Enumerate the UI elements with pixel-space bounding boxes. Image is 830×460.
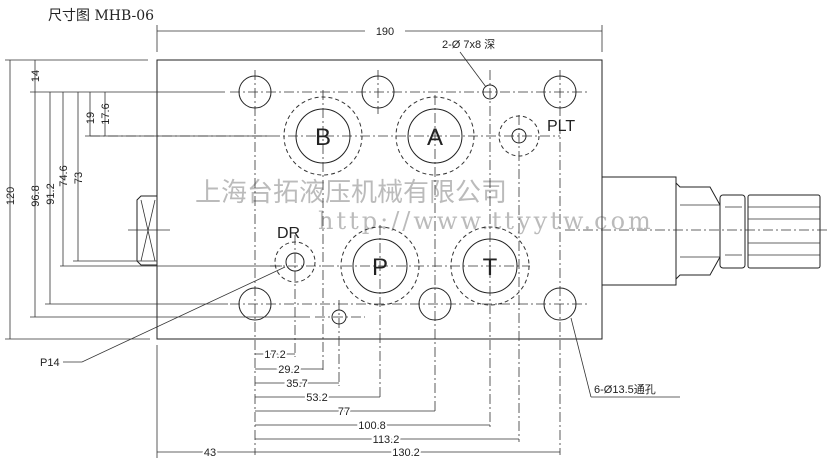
svg-text:100.8: 100.8 [358,420,386,432]
svg-text:43: 43 [204,447,216,459]
port-b-label: B [315,124,331,151]
dims-left-labels: 14 19 17.6 73 74.6 91.2 96.8 120 [5,70,112,207]
svg-text:190: 190 [376,26,394,38]
svg-text:96.8: 96.8 [30,185,42,206]
svg-text:35.7: 35.7 [286,378,307,390]
port-a-label: A [427,124,443,151]
port-b: B [283,96,363,176]
watermark-company: 上海台拓液压机械有限公司 [195,178,507,208]
svg-text:19: 19 [85,112,97,124]
right-fitting [565,176,830,286]
svg-text:53.2: 53.2 [306,392,327,404]
dims-left [5,59,310,340]
mounting-holes [238,75,577,321]
svg-text:17.2: 17.2 [264,349,285,361]
svg-text:91.2: 91.2 [45,183,57,204]
pin-holes [331,84,498,325]
centerlines [90,70,590,455]
dims-bottom [156,345,560,458]
dim-width: 190 [156,25,603,52]
port-dr: DR [274,225,316,283]
port-t-label: T [483,254,498,281]
svg-text:17.6: 17.6 [100,103,112,124]
dims-bottom-labels: 17.2 29.2 35.7 53.2 77 100.8 113.2 130.2… [202,347,422,460]
port-plt-label: PLT [547,118,575,135]
left-plug [128,195,170,266]
port-dr-label: DR [277,225,300,242]
drawing-title: 尺寸图 MHB-06 [48,8,154,24]
port-p: P [340,226,420,306]
port-plt: PLT [498,115,575,157]
svg-text:130.2: 130.2 [392,447,420,459]
svg-text:113.2: 113.2 [373,434,400,446]
port-p-label: P [372,254,388,281]
svg-text:74.6: 74.6 [58,165,70,186]
svg-text:14: 14 [30,70,42,82]
svg-text:29.2: 29.2 [278,364,299,376]
port-a: A [395,96,475,176]
through-holes-note: 6-Ø13.5通孔 [594,383,656,396]
svg-text:73: 73 [73,172,85,184]
svg-text:120: 120 [5,187,17,205]
svg-text:77: 77 [338,406,350,418]
pin-holes-note: 2-Ø 7x8 深 [442,38,495,51]
p14-note: P14 [40,357,60,369]
watermark-url: http://www.ttyytw.com [318,207,654,235]
port-t: T [450,226,530,306]
